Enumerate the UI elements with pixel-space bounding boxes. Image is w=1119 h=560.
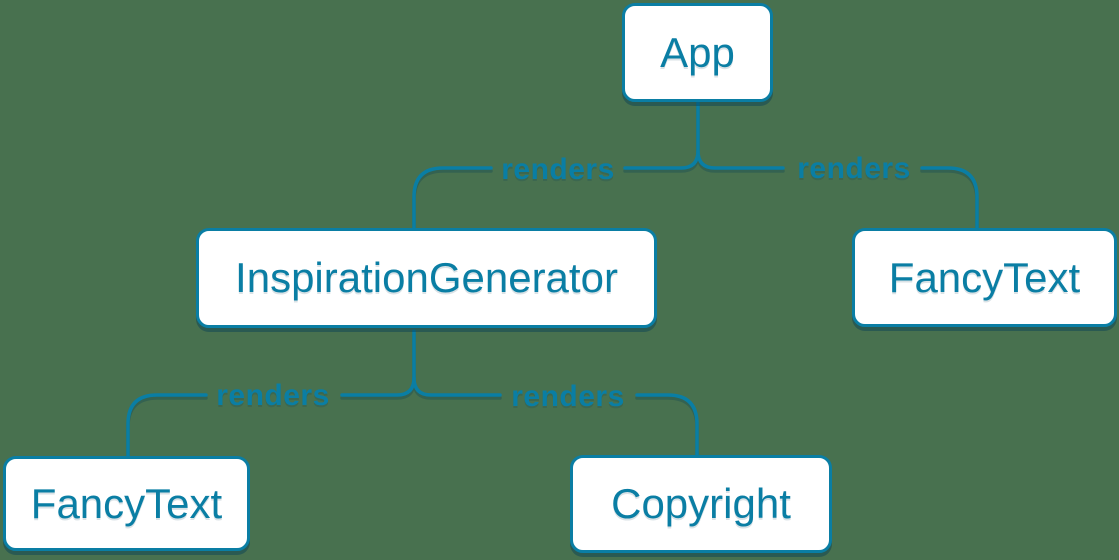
connector-app-stem-left xyxy=(623,100,700,170)
connector-ig-stem-right xyxy=(412,376,502,397)
node-inspiration-generator-label: InspirationGenerator xyxy=(235,254,618,301)
edge-label-ig-copyright: renders xyxy=(511,380,625,413)
node-fancy-text-left-label: FancyText xyxy=(30,479,223,527)
connector-app-to-inspiration-generator xyxy=(412,166,493,230)
node-fancy-text-right: FancyText xyxy=(852,228,1117,327)
edge-label-app-inspiration-generator: renders xyxy=(501,153,615,186)
edge-label-app-fancy-text: renders xyxy=(797,152,911,185)
connector-app-stem-right xyxy=(696,149,785,170)
node-app-label: App xyxy=(660,28,735,76)
connector-ig-to-fancy-text xyxy=(126,393,208,458)
connector-ig-to-copyright xyxy=(635,393,699,457)
node-fancy-text-right-label: FancyText xyxy=(888,253,1081,301)
node-copyright-label: Copyright xyxy=(611,480,791,527)
connector-ig-stem-left xyxy=(340,329,416,397)
connector-app-to-fancy-text xyxy=(920,166,979,230)
node-inspiration-generator: InspirationGenerator xyxy=(196,228,657,328)
node-fancy-text-left: FancyText xyxy=(3,456,250,551)
node-app: App xyxy=(622,3,773,102)
node-copyright: Copyright xyxy=(570,455,832,553)
edge-label-ig-fancy-text: renders xyxy=(216,379,330,412)
